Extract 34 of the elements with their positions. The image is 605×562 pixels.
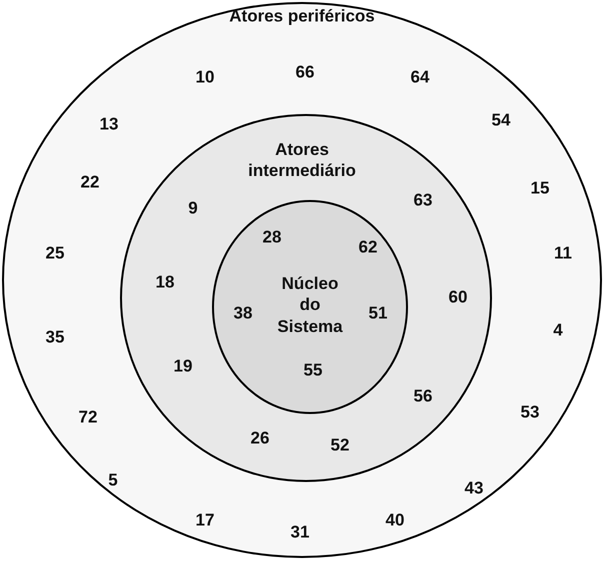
actor-number: 25 [46, 242, 64, 264]
actor-number: 26 [250, 427, 270, 449]
actor-number: 53 [520, 401, 540, 423]
actor-number: 66 [296, 61, 314, 83]
actor-number: 62 [358, 236, 378, 258]
actor-number: 11 [554, 242, 572, 264]
ring-title: Atores periféricos [229, 5, 375, 27]
actor-number: 51 [368, 302, 388, 324]
actor-number: 31 [290, 521, 310, 543]
ring-title: Atores intermediário [247, 138, 357, 182]
actor-number: 60 [448, 286, 468, 308]
actor-number: 22 [80, 171, 100, 193]
actor-number: 56 [414, 385, 432, 407]
actor-number: 72 [78, 406, 98, 428]
actor-number: 10 [196, 66, 214, 88]
actor-number: 38 [234, 302, 252, 324]
actor-number: 18 [156, 271, 174, 293]
actor-number: 13 [100, 113, 118, 135]
actor-number: 40 [386, 509, 404, 531]
ring-title: Núcleo do Sistema [276, 273, 344, 337]
actor-number: 55 [304, 359, 322, 381]
actor-number: 4 [553, 319, 563, 341]
actor-number: 28 [262, 226, 282, 248]
actor-number: 15 [530, 177, 550, 199]
actor-number: 43 [464, 477, 484, 499]
actor-number: 9 [188, 197, 198, 219]
actor-number: 52 [330, 434, 350, 456]
actor-number: 63 [414, 189, 432, 211]
actor-number: 17 [196, 509, 214, 531]
actor-number: 35 [46, 326, 64, 348]
actor-number: 64 [410, 66, 430, 88]
actor-number: 5 [108, 469, 118, 491]
actor-number: 54 [492, 109, 510, 131]
actor-number: 19 [174, 355, 192, 377]
